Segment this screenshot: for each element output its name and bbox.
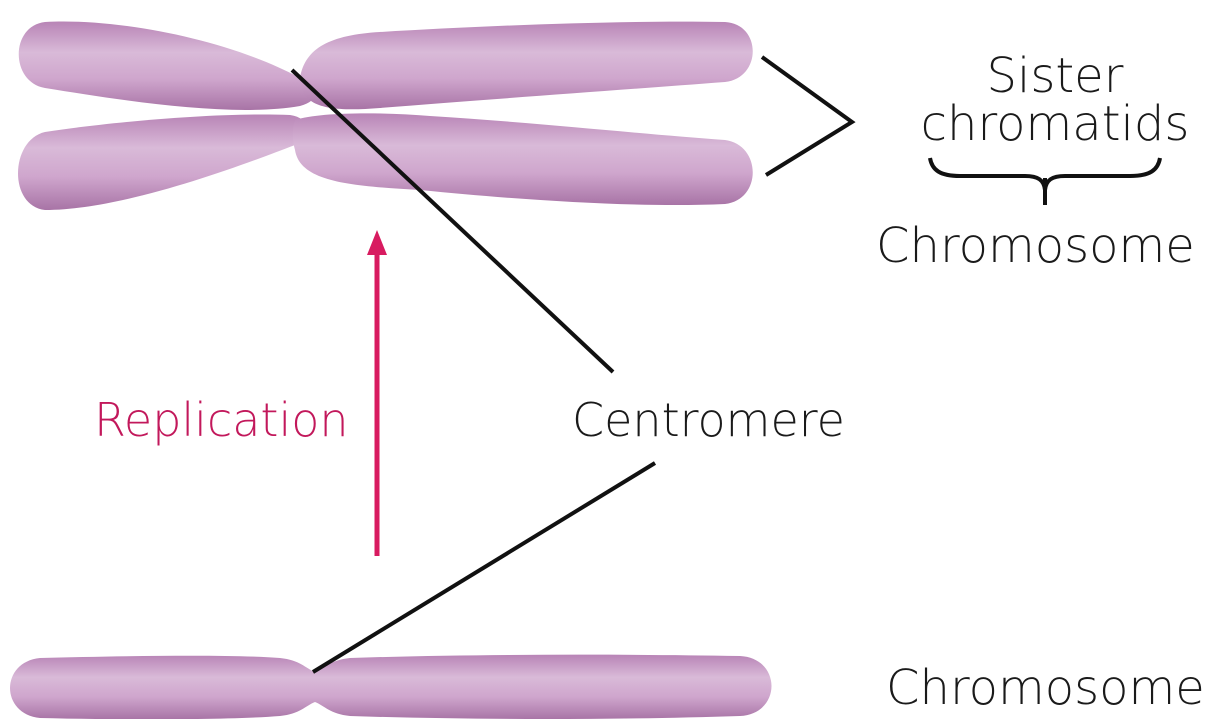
centromere-label: Centromere (572, 392, 845, 448)
replicated-chromosome (18, 22, 753, 210)
centromere-pointer-top (292, 70, 613, 372)
sister-chromatids-label: Sister chromatids (905, 52, 1205, 148)
sister-chromatids-bracket (762, 57, 852, 175)
replication-label: Replication (94, 392, 349, 448)
left-upper-chromatid-arm (19, 22, 315, 110)
sister-label-line1: Sister (905, 52, 1205, 100)
replication-arrowhead (367, 230, 387, 255)
right-upper-chromatid (300, 22, 753, 110)
left-lower-chromatid-arm (18, 114, 307, 210)
chromosome-top-label: Chromosome (876, 218, 1195, 274)
replication-arrow (367, 230, 387, 556)
centromere-pointer-bottom (313, 463, 655, 672)
unreplicated-chromosome (10, 655, 772, 719)
chromosome-bottom-label: Chromosome (886, 660, 1205, 716)
right-lower-chromatid (293, 113, 753, 205)
sister-label-line2: chromatids (905, 100, 1205, 148)
chromosome-bar (10, 655, 772, 719)
